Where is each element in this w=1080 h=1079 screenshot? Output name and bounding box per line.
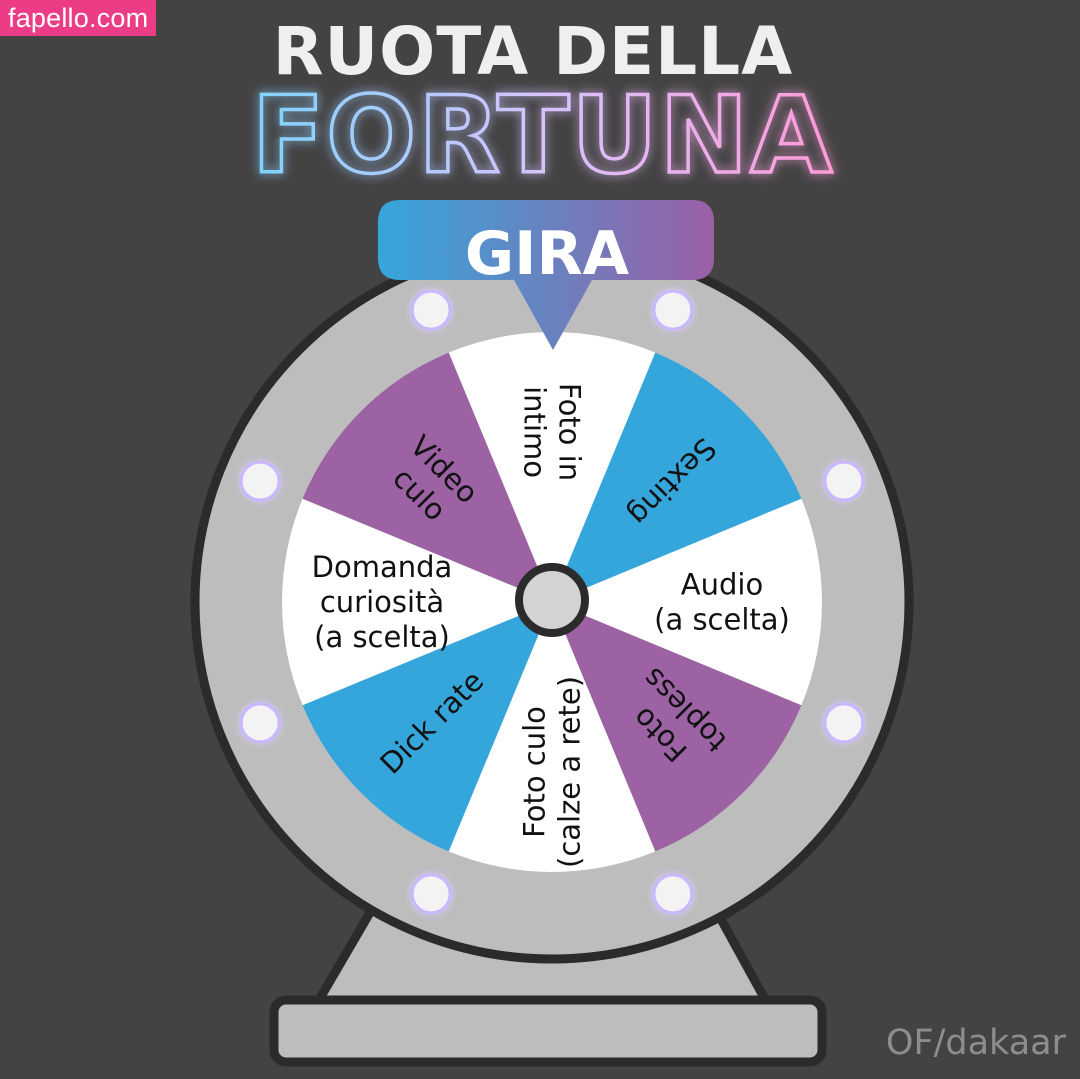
rim-dots bbox=[239, 289, 865, 915]
wheel-segment bbox=[282, 498, 552, 706]
wheel-segment bbox=[552, 498, 822, 706]
spin-button-label: GIRA bbox=[465, 219, 630, 289]
rim-dot bbox=[239, 702, 281, 744]
wheel-segments bbox=[282, 332, 822, 872]
wheel-segment bbox=[302, 602, 552, 852]
wheel-segment bbox=[448, 602, 656, 872]
wheel-segment-label: Foto culo(calze a rete) bbox=[518, 676, 587, 868]
wheel-segment bbox=[552, 602, 802, 852]
spin-button[interactable]: GIRA bbox=[378, 200, 714, 350]
wheel-segment-label: Foto inintimo bbox=[518, 383, 587, 481]
site-watermark: fapello.com bbox=[0, 0, 157, 36]
wheel-segment-label: Audio(a scelta) bbox=[654, 568, 790, 637]
wheel-segment bbox=[448, 332, 656, 602]
rim-dot bbox=[652, 289, 694, 331]
title-line-2: FORTUNA bbox=[252, 74, 835, 197]
rim-dot bbox=[823, 460, 865, 502]
rim-dot bbox=[239, 460, 281, 502]
rim-dot bbox=[410, 289, 452, 331]
rim-dot bbox=[652, 873, 694, 915]
wheel-segment bbox=[552, 352, 802, 602]
creator-watermark: OF/dakaar bbox=[885, 1023, 1066, 1063]
spin-pointer[interactable] bbox=[378, 200, 714, 350]
wheel-hub bbox=[515, 563, 589, 637]
rim-dot bbox=[410, 873, 452, 915]
wheel-segment bbox=[302, 352, 552, 602]
title-line-1: RUOTA DELLA bbox=[273, 13, 794, 90]
rim-dot bbox=[823, 702, 865, 744]
